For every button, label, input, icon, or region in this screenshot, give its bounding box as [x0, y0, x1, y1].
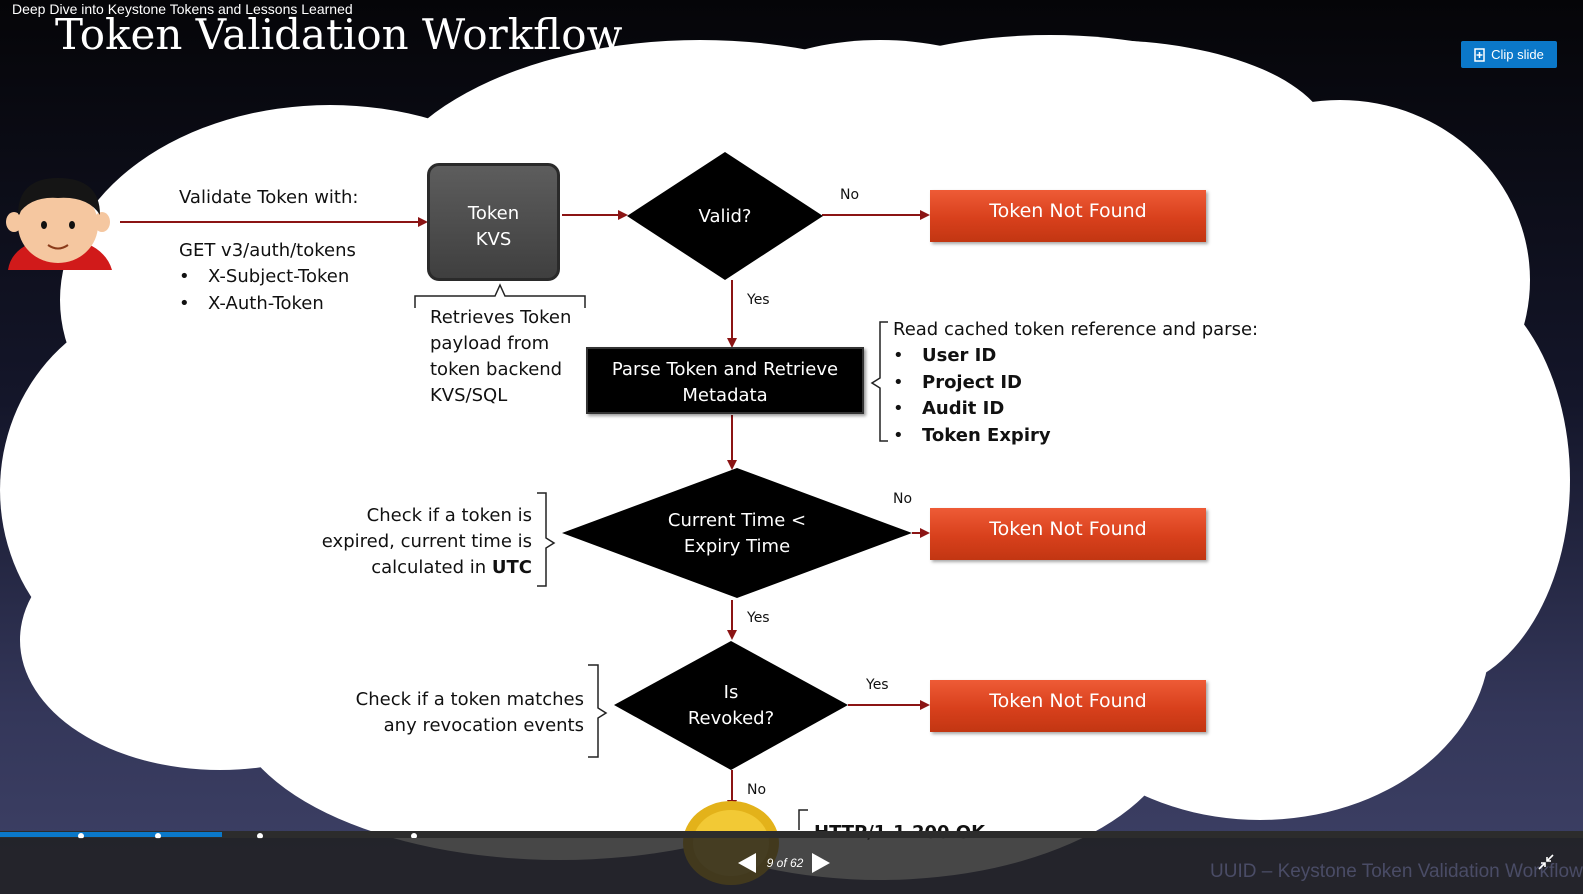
- exit-fullscreen-icon[interactable]: [1537, 853, 1555, 871]
- token-not-found-box: Token Not Found: [930, 680, 1206, 732]
- revoked-no-label: No: [747, 782, 767, 798]
- expiry-no-label: No: [893, 491, 913, 507]
- valid-yes-label: Yes: [747, 292, 770, 308]
- token-kvs-box: Token KVS: [427, 163, 560, 281]
- parse-note-heading: Read cached token reference and parse:: [893, 319, 1259, 340]
- next-slide-icon[interactable]: [812, 853, 830, 873]
- progress-marker[interactable]: [257, 833, 263, 839]
- valid-no-label: No: [840, 187, 860, 203]
- expiry-diamond: [562, 468, 912, 598]
- kvs-note: Retrieves Token payload from token backe…: [430, 307, 572, 406]
- parse-note-item: •Token Expiry: [893, 425, 1051, 446]
- progress-marker[interactable]: [411, 833, 417, 839]
- previous-slide-icon[interactable]: [738, 853, 756, 873]
- clip-slide-label: Clip slide: [1491, 47, 1544, 62]
- valid-label: Valid?: [698, 206, 752, 227]
- request-header-item: •X-Subject-Token: [179, 266, 350, 287]
- deck-title: Deep Dive into Keystone Tokens and Lesso…: [12, 1, 353, 17]
- slide-progress-bar[interactable]: [0, 831, 1583, 839]
- valid-diamond: [627, 152, 823, 280]
- revoked-label: Is Revoked?: [687, 682, 775, 729]
- progress-fill: [0, 832, 222, 837]
- progress-marker[interactable]: [78, 833, 84, 839]
- parse-note-item: •Audit ID: [893, 398, 1005, 419]
- slide-title: Token Validation Workflow: [55, 10, 623, 59]
- page-indicator: 9 of 62: [766, 856, 804, 870]
- revoked-diamond: [614, 641, 848, 770]
- player-controls-bar: [0, 838, 1583, 894]
- parse-note-item: •Project ID: [893, 372, 1022, 393]
- user-avatar-icon: [6, 178, 112, 270]
- clip-icon: [1474, 47, 1485, 62]
- revoked-yes-label: Yes: [866, 677, 889, 693]
- token-not-found-box: Token Not Found: [930, 508, 1206, 560]
- slide-footer: UUID – Keystone Token Validation Workflo…: [1210, 861, 1583, 882]
- request-heading: Validate Token with:: [179, 187, 359, 208]
- revoked-note: Check if a token matches any revocation …: [355, 689, 584, 736]
- progress-marker[interactable]: [155, 833, 161, 839]
- parse-token-box: Parse Token and Retrieve Metadata: [586, 347, 864, 414]
- parse-note-item: •User ID: [893, 345, 997, 366]
- expiry-label: Current Time < Expiry Time: [667, 510, 807, 557]
- clip-slide-button[interactable]: Clip slide: [1461, 41, 1557, 68]
- expiry-note: Check if a token is expired, current tim…: [321, 505, 532, 578]
- request-endpoint: GET v3/auth/tokens: [179, 240, 356, 261]
- expiry-yes-label: Yes: [747, 610, 770, 626]
- request-header-item: •X-Auth-Token: [179, 293, 324, 314]
- token-not-found-box: Token Not Found: [930, 190, 1206, 242]
